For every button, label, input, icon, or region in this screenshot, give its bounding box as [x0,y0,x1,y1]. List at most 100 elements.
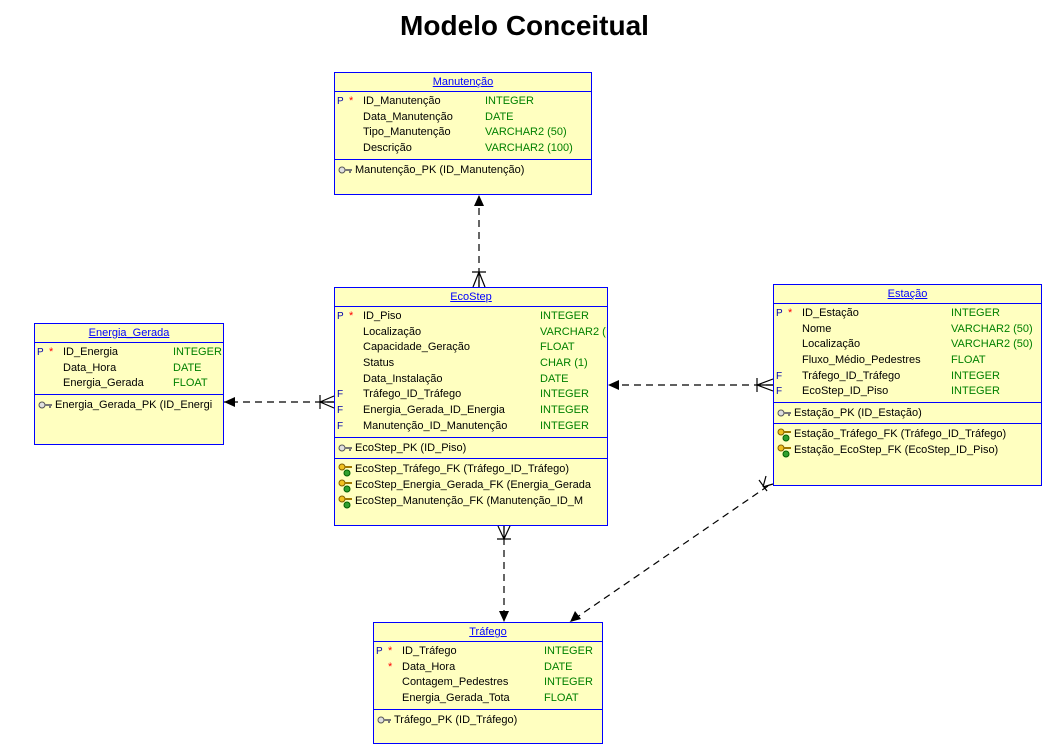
fk-text: Estação_Tráfego_FK (Tráfego_ID_Tráfego) [794,428,1007,441]
column-name: Capacidade_Geração [363,341,471,354]
column-name: Localização [802,338,861,351]
column-name: Descrição [363,142,412,155]
fk-key-icon [777,428,791,442]
fk-text: EcoStep_Manutenção_FK (Manutenção_ID_M [355,494,584,507]
fk-section: EcoStep_Tráfego_FK (Tráfego_ID_Tráfego) … [335,459,607,511]
column-type: INTEGER [544,645,593,657]
column-type: INTEGER [544,676,593,689]
pk-row[interactable]: EcoStep_PK (ID_Piso) [335,440,607,456]
pk-row[interactable]: Estação_PK (ID_Estação) [774,405,1041,421]
column-name: ID_Piso [363,310,402,322]
fk-key-icon [338,495,352,508]
column-name: Data_Instalação [363,372,443,385]
mandatory-mark: * [388,660,393,673]
fk-flag: F [337,389,344,401]
column-name: EcoStep_ID_Piso [802,385,889,398]
pk-text: Manutenção_PK (ID_Manutenção) [355,163,525,176]
column-type: DATE [544,660,573,673]
column-name: Status [363,357,395,370]
mandatory-mark: * [349,310,354,322]
fk-row[interactable]: EcoStep_Tráfego_FK (Tráfego_ID_Tráfego) [335,461,607,477]
column-name: Energia_Gerada_ID_Energia [363,404,505,417]
mandatory-mark: * [388,645,393,657]
fk-key-icon [338,463,352,476]
entity-name: Tráfego [374,623,602,642]
crowsfoot-estacao [756,378,774,392]
column-type: FLOAT [951,354,986,367]
rel-estacao-trafego-line[interactable] [569,485,769,623]
column-name: Tráfego_ID_Tráfego [802,369,901,382]
arrowhead-ecostep [608,380,619,390]
pk-section: Estação_PK (ID_Estação) [774,403,1041,425]
column-name: ID_Manutenção [363,95,441,107]
column-row[interactable]: Data_Instalação DATE [335,372,607,388]
column-type: DATE [540,372,569,385]
pk-section: Energia_Gerada_PK (ID_Energi [35,395,223,415]
column-row[interactable]: * Data_Hora DATE [374,660,602,676]
column-type: INTEGER [951,385,1000,398]
column-type: DATE [173,361,202,374]
pk-flag: P [337,311,344,322]
column-name: Tráfego_ID_Tráfego [363,388,462,401]
pk-flag: P [337,96,344,107]
fk-row[interactable]: EcoStep_Energia_Gerada_FK (Energia_Gerad… [335,477,607,493]
column-name: Data_Hora [402,660,456,673]
column-name: ID_Energia [63,346,119,358]
arrowhead-manutencao [474,195,484,206]
fk-key-icon [777,444,791,458]
pk-row[interactable]: Tráfego_PK (ID_Tráfego) [374,712,602,728]
pk-row[interactable]: Energia_Gerada_PK (ID_Energi [35,397,223,413]
fk-row[interactable]: Estação_EcoStep_FK (EcoStep_ID_Piso) [774,442,1041,458]
pk-text: EcoStep_PK (ID_Piso) [355,441,467,454]
column-type: INTEGER [173,346,222,358]
crowsfoot-energia [319,395,335,409]
pk-section: EcoStep_PK (ID_Piso) [335,438,607,459]
entity-name: Energia_Gerada [35,324,223,343]
pk-key-icon [777,409,791,417]
column-type: CHAR (1) [540,357,588,370]
column-row[interactable]: Data_Hora DATE [35,361,223,377]
fk-row[interactable]: EcoStep_Manutenção_FK (Manutenção_ID_M [335,493,607,509]
column-name: Manutenção_ID_Manutenção [363,419,508,432]
pk-text: Energia_Gerada_PK (ID_Energi [55,399,213,412]
column-name: Data_Hora [63,361,117,374]
fk-row[interactable]: Estação_Tráfego_FK (Tráfego_ID_Tráfego) [774,426,1041,442]
pk-text: Estação_PK (ID_Estação) [794,407,922,420]
fk-flag: F [337,420,344,432]
column-name: Data_Manutenção [363,110,453,123]
column-name: Tipo_Manutenção [363,126,451,139]
pk-row[interactable]: Manutenção_PK (ID_Manutenção) [335,162,591,178]
pk-key-icon [38,401,52,409]
column-row[interactable]: Status CHAR (1) [335,356,607,372]
